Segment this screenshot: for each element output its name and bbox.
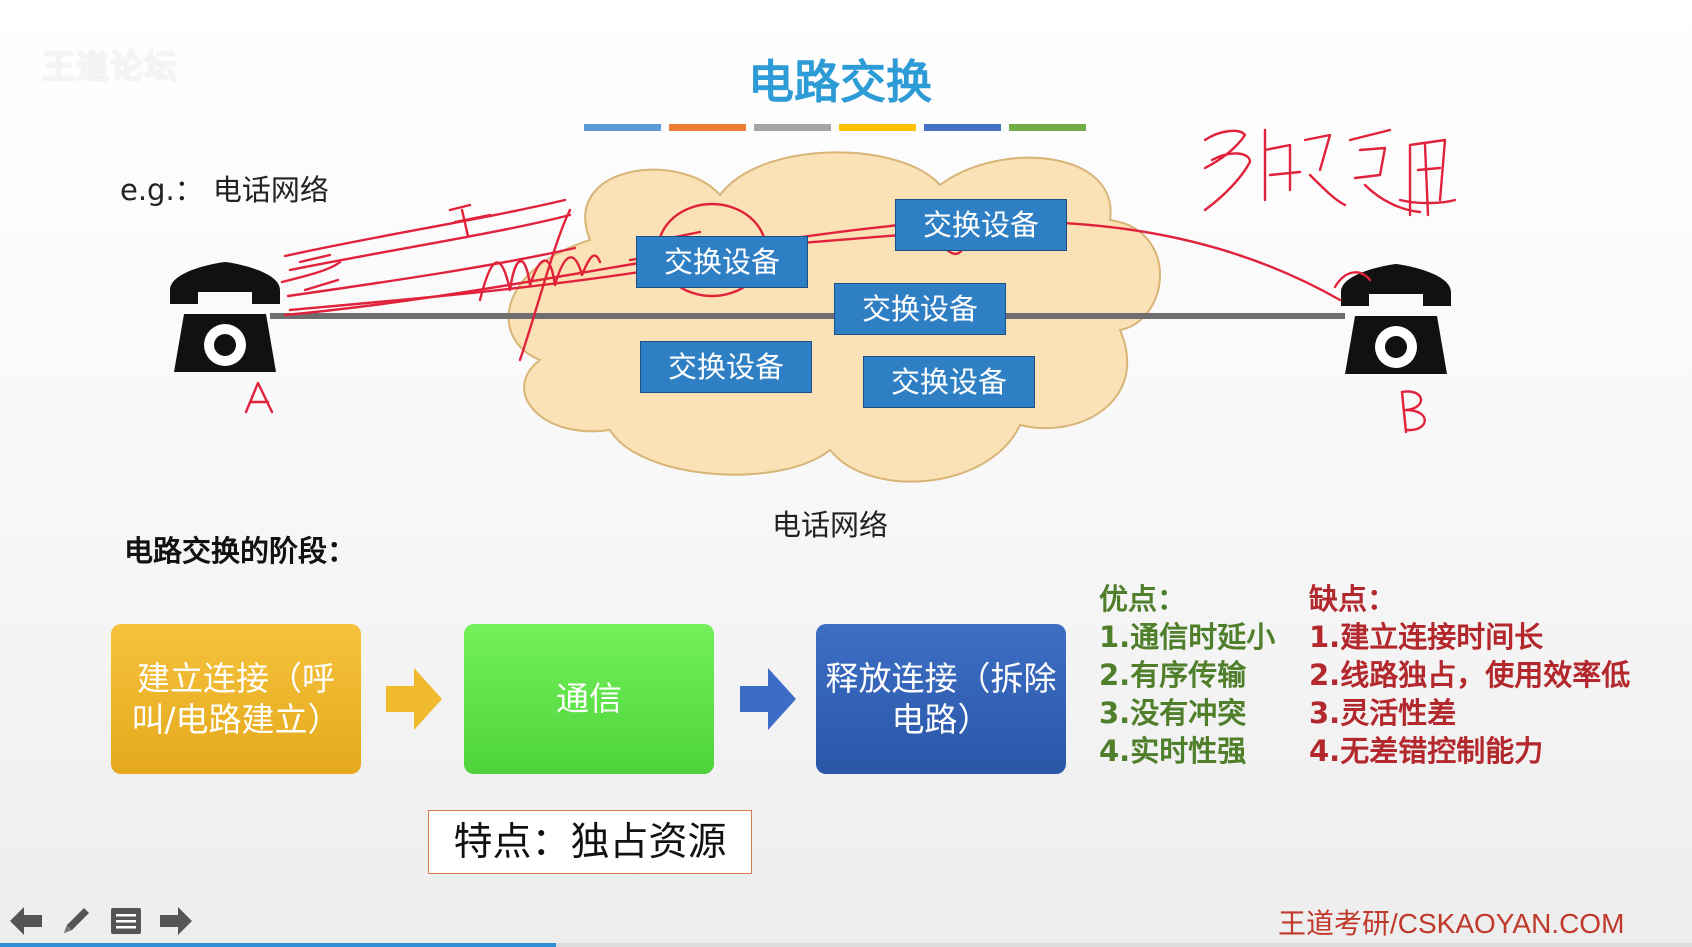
arrow-right-icon <box>160 907 192 935</box>
pros-item: 4.实时性强 <box>1099 734 1247 768</box>
title-color-bar <box>1009 124 1086 131</box>
cons-item: 1.建立连接时间长 <box>1309 620 1544 654</box>
title-color-bar <box>584 124 661 131</box>
slide-title: 电路交换 <box>748 55 932 109</box>
pen-icon <box>64 908 89 933</box>
title-color-bar <box>924 124 1001 131</box>
cons-item: 4.无差错控制能力 <box>1309 734 1544 768</box>
slide-menu-button[interactable] <box>108 905 144 937</box>
pros-item: 3.没有冲突 <box>1099 696 1247 730</box>
pros-item: 2.有序传输 <box>1099 658 1247 692</box>
title-color-bar <box>669 124 746 131</box>
switching-device-3: 交换设备 <box>834 283 1006 335</box>
pros-list: 优点： 1.通信时延小 2.有序传输 3.没有冲突 4.实时性强 <box>1099 580 1275 770</box>
switching-device-2: 交换设备 <box>895 199 1067 251</box>
phone-b-icon <box>1341 264 1451 374</box>
network-label: 电话网络 <box>772 508 889 542</box>
arrow-left-icon <box>10 907 42 935</box>
slideshow-toolbar <box>8 905 194 937</box>
phone-a-icon <box>170 262 280 372</box>
title-color-bar <box>754 124 831 131</box>
title-color-bar <box>839 124 916 131</box>
previous-slide-button[interactable] <box>8 905 44 937</box>
slideshow-progress <box>0 943 556 947</box>
feature-box: 特点：独占资源 <box>428 810 752 874</box>
pros-item: 1.通信时延小 <box>1099 620 1276 654</box>
handwritten-annotations <box>244 128 1457 434</box>
cons-item: 2.线路独占，使用效率低 <box>1309 658 1631 692</box>
cons-list: 缺点： 1.建立连接时间长 2.线路独占，使用效率低 3.灵活性差 4.无差错控… <box>1309 580 1630 770</box>
example-label: e.g.： 电话网络 <box>120 173 329 207</box>
cons-heading: 缺点： <box>1309 582 1397 616</box>
phases-heading: 电路交换的阶段： <box>124 534 357 568</box>
footer-brand: 王道考研/CSKAOYAN.COM <box>1278 908 1625 939</box>
pen-tool-button[interactable] <box>58 905 94 937</box>
arrow-right-icon <box>740 668 796 730</box>
menu-icon <box>111 908 141 934</box>
switching-device-4: 交换设备 <box>640 341 812 393</box>
step-establish-connection: 建立连接（呼叫/电路建立） <box>111 624 361 774</box>
switching-device-5: 交换设备 <box>863 356 1035 408</box>
cons-item: 3.灵活性差 <box>1309 696 1457 730</box>
watermark-logo: 王道论坛 <box>42 47 178 86</box>
arrow-right-icon <box>386 668 442 730</box>
slideshow-progress-track <box>556 943 1692 947</box>
next-slide-button[interactable] <box>158 905 194 937</box>
switching-device-1: 交换设备 <box>636 236 808 288</box>
step-communication: 通信 <box>464 624 714 774</box>
pros-heading: 优点： <box>1099 582 1187 616</box>
step-release-connection: 释放连接（拆除电路） <box>816 624 1066 774</box>
